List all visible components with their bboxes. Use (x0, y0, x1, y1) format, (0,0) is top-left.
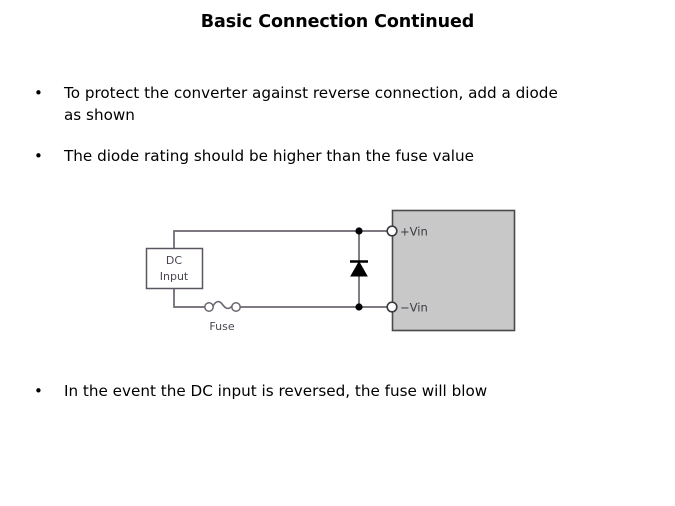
terminal-circle-vin-negative (386, 301, 398, 313)
junction-dot-bottom (355, 303, 363, 311)
wire-positive-top (173, 230, 392, 248)
bullet-marker: • (34, 147, 43, 165)
diode-triangle-icon (350, 260, 368, 277)
bullet-text: In the event the DC input is reversed, t… (64, 382, 488, 400)
list-item: • In the event the DC input is reversed,… (34, 380, 644, 402)
list-item: • To protect the converter against rever… (34, 82, 644, 126)
terminal-label-vin-negative: −Vin (400, 301, 428, 315)
terminal-label-vin-positive: +Vin (400, 225, 428, 239)
fuse-terminal-left-icon (204, 302, 214, 312)
bullet-marker: • (34, 382, 43, 400)
fuse-label: Fuse (209, 320, 234, 333)
terminal-circle-vin-positive (386, 225, 398, 237)
converter-module-box (391, 209, 516, 332)
fuse-terminal-right-icon (231, 302, 241, 312)
bullet-text: The diode rating should be higher than t… (64, 147, 474, 165)
dc-input-label-line1: DC (166, 254, 182, 267)
dc-input-label-line2: Input (160, 270, 189, 283)
wire-negative-left (173, 288, 209, 308)
dc-input-box (145, 247, 204, 290)
list-item: • The diode rating should be higher than… (34, 145, 644, 167)
bullet-marker: • (34, 84, 43, 102)
junction-dot-top (355, 227, 363, 235)
bullet-text: To protect the converter against reverse… (64, 84, 558, 124)
page-title: Basic Connection Continued (200, 12, 475, 32)
fuse-arc-icon (212, 300, 233, 310)
